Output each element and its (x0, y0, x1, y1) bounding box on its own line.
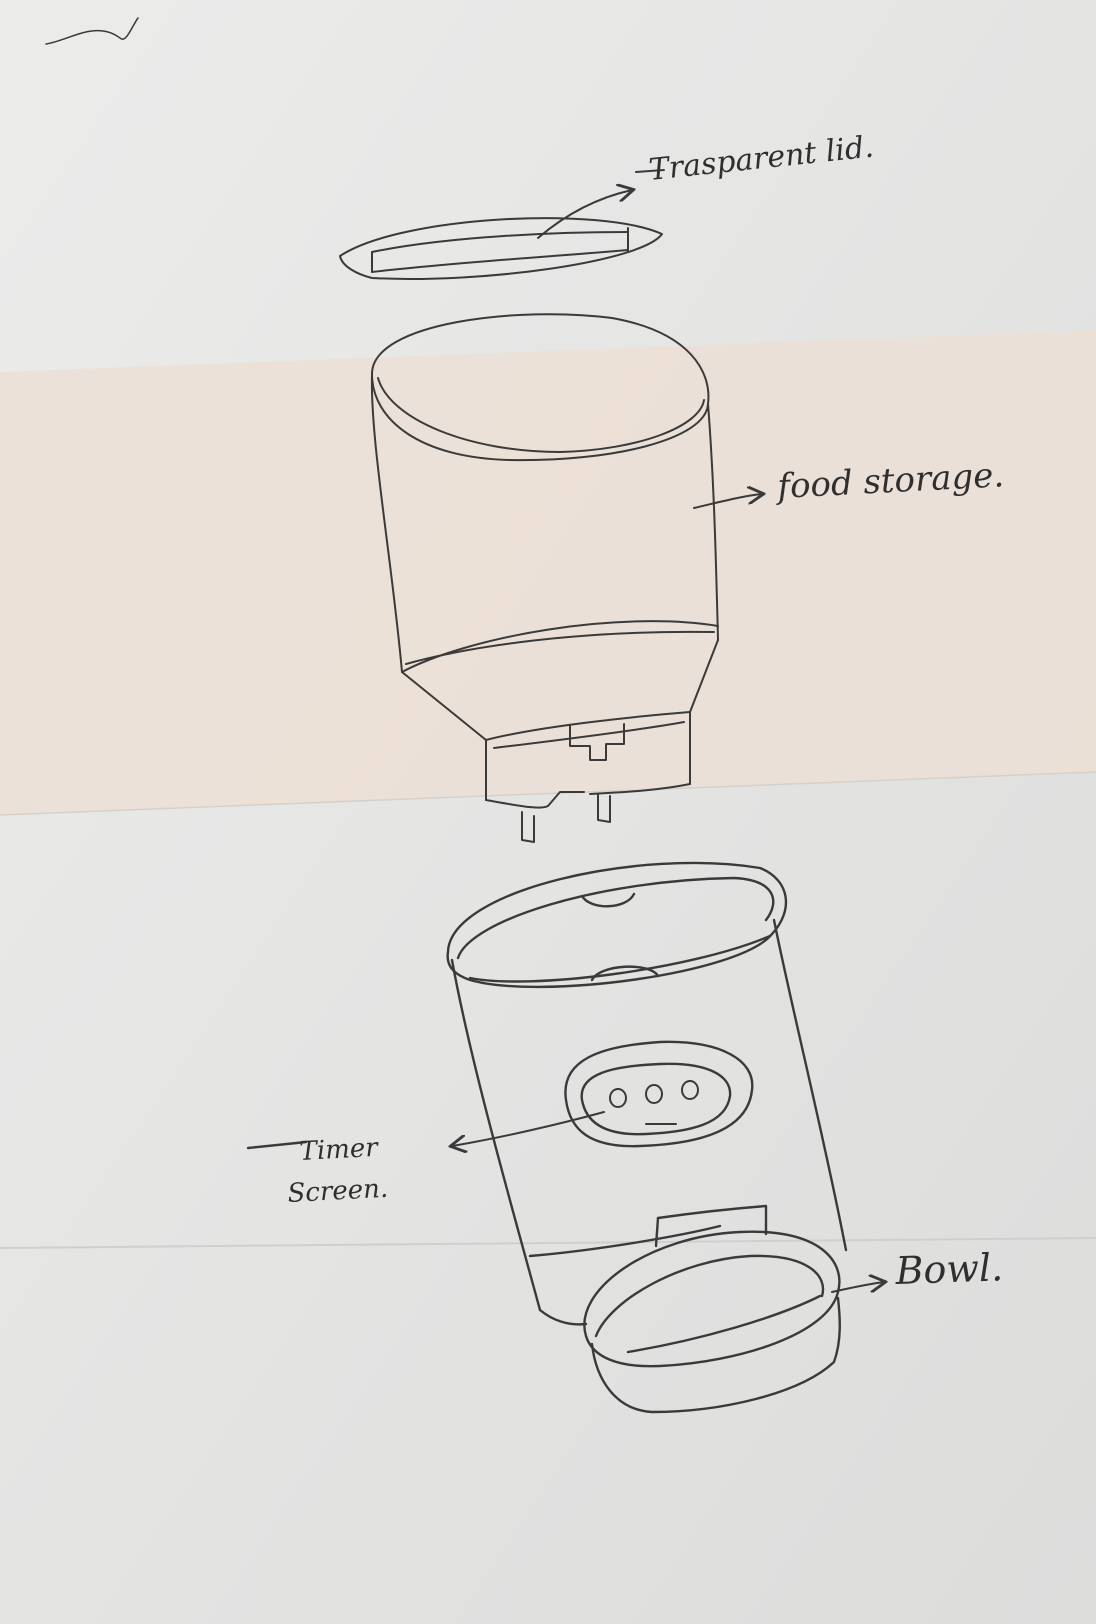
timer-label-line1: Timer (299, 1133, 380, 1167)
bowl-label: Bowl. (894, 1245, 1004, 1293)
timer-label-line2: Screen. (287, 1174, 389, 1209)
